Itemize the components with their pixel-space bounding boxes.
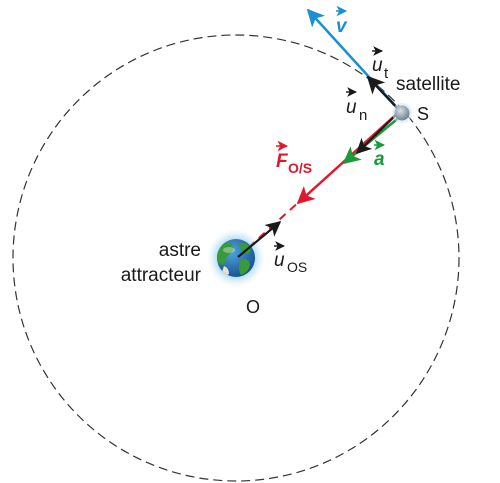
- svg-text:u: u: [372, 55, 383, 76]
- normal-unit-vector: [355, 110, 401, 155]
- acceleration-vector: [342, 114, 403, 165]
- satellite-sphere-icon: [392, 103, 412, 123]
- tangential-unit-label: u t: [372, 46, 389, 82]
- svg-text:u: u: [274, 250, 285, 271]
- svg-text:O/S: O/S: [288, 160, 312, 176]
- point-s-label: S: [417, 104, 429, 124]
- force-label: F O/S: [276, 140, 312, 176]
- svg-text:F: F: [276, 151, 289, 172]
- normal-unit-label: u n: [346, 87, 367, 124]
- svg-text:OS: OS: [287, 259, 307, 275]
- earth-globe-icon: [207, 229, 265, 287]
- svg-text:a: a: [374, 149, 385, 170]
- satellite-label: satellite: [396, 74, 460, 95]
- attracting-body-label-line1: astre: [159, 240, 201, 261]
- velocity-label: v: [336, 5, 348, 37]
- svg-text:u: u: [346, 97, 357, 118]
- uos-unit-label: u OS: [274, 241, 307, 275]
- tangential-unit-vector: [366, 75, 401, 112]
- svg-text:v: v: [336, 16, 348, 37]
- attracting-body-label-line2: attracteur: [121, 265, 202, 286]
- svg-text:n: n: [359, 107, 367, 124]
- orbit-circle: [12, 34, 460, 482]
- point-o-label: O: [246, 297, 260, 317]
- acceleration-label: a: [374, 139, 386, 170]
- uos-unit-vector: [237, 221, 282, 258]
- svg-text:t: t: [384, 65, 389, 82]
